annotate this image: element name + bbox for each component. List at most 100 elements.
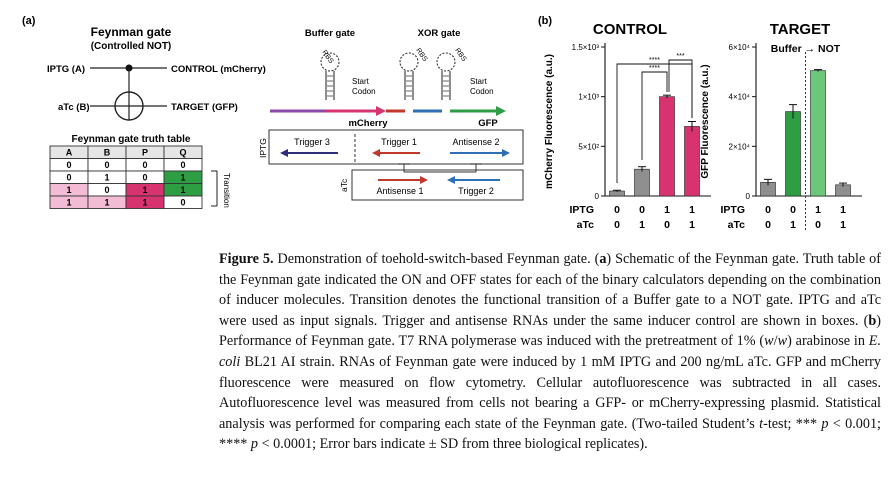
y-tick-label: 1×10³	[578, 93, 599, 102]
atc-value: 0	[664, 219, 670, 231]
truth-table-value: 0	[180, 198, 185, 208]
rbs-label-2: RBS	[414, 47, 428, 63]
caption-text: BL21 AI strain. RNAs of Feynman gate wer…	[219, 353, 881, 432]
start-codon-2a: Start	[470, 77, 488, 86]
start-codon-2b: Codon	[470, 87, 494, 96]
start-codon-1b: Codon	[352, 87, 376, 96]
rbs-label-3: RBS	[453, 47, 467, 63]
atc-value: 1	[639, 219, 645, 231]
significance-mark: ****	[649, 57, 660, 64]
truth-table-value: 1	[142, 185, 147, 195]
antisense2-label: Antisense 2	[452, 137, 499, 147]
caption-text: ) arabinose in	[787, 333, 869, 350]
atc-row-label: aTc	[728, 219, 745, 231]
iptg-value: 0	[765, 204, 771, 216]
inhibition-lines	[403, 164, 477, 173]
buffer-toehold-switch	[320, 52, 340, 100]
significance-mark: ***	[676, 53, 684, 60]
significance-bracket	[668, 59, 693, 118]
atc-value: 1	[840, 219, 846, 231]
significance-bracket	[616, 63, 693, 183]
significance-bracket	[641, 71, 668, 160]
xor-mrna-arrow	[496, 106, 506, 116]
truth-table-value: 1	[104, 173, 109, 183]
caption-italic: p	[250, 436, 259, 453]
caption-italic: t	[759, 415, 764, 432]
trigger2-label: Trigger 2	[458, 186, 494, 196]
atc-value: 1	[689, 219, 695, 231]
buffer-gate-label: Buffer gate	[305, 28, 355, 39]
trigger1-label: Trigger 1	[381, 137, 417, 147]
iptg-value: 1	[689, 204, 695, 216]
input-b-label: aTc (B)	[58, 102, 90, 113]
truth-table-value: 1	[180, 185, 185, 195]
figure-caption: Figure 5. Demonstration of toehold-switc…	[219, 249, 881, 455]
xor-toehold-switch-left	[399, 52, 419, 100]
chart-title: TARGET	[770, 21, 831, 38]
antisense1-label: Antisense 1	[376, 186, 423, 196]
iptg-value: 1	[815, 204, 821, 216]
xor-toehold-switch-right	[436, 52, 456, 100]
output-control-label: CONTROL (mCherry)	[171, 64, 266, 75]
truth-table-value: 0	[66, 160, 71, 170]
chart-title: CONTROL	[593, 21, 667, 38]
iptg-value: 0	[614, 204, 620, 216]
caption-italic: w	[777, 333, 788, 350]
atc-value: 0	[614, 219, 620, 231]
iptg-row-label: IPTG	[569, 204, 594, 216]
chart-ylabel: mCherry Fluorescence (a.u.)	[544, 54, 555, 189]
truth-table-value: 0	[142, 173, 147, 183]
start-codon-1a: Start	[352, 77, 370, 86]
iptg-value: 0	[790, 204, 796, 216]
y-tick-label: 0	[746, 192, 751, 201]
bar	[684, 126, 700, 197]
iptg-value: 1	[664, 204, 670, 216]
y-tick-label: 2×10⁴	[729, 142, 751, 151]
caption-figure-label: Figure 5.	[219, 251, 274, 267]
truth-table-header-text: Q	[179, 148, 186, 158]
hairpin-loop	[320, 52, 340, 72]
truth-table-value: 1	[66, 185, 71, 195]
atc-box-label: aTc	[339, 178, 349, 192]
truth-table-value: 1	[142, 198, 147, 208]
xor-symbol	[114, 91, 144, 121]
trigger2-arrow	[447, 176, 455, 184]
atc-value: 1	[790, 219, 796, 231]
truth-table-cell	[163, 195, 203, 209]
y-tick-label: 5×10²	[578, 142, 599, 151]
feynman-gate-symbol: Feynman gate (Controlled NOT) IPTG (A) a…	[47, 25, 266, 121]
bar	[634, 168, 650, 197]
input-a-label: IPTG (A)	[47, 64, 85, 75]
caption-text: Demonstration of toehold-switch-based Fe…	[273, 251, 600, 267]
truth-table-title: Feynman gate truth table	[72, 134, 191, 145]
caption-text: -test; ***	[763, 415, 822, 432]
truth-table-header-text: A	[66, 148, 73, 158]
y-tick-label: 6×10⁴	[729, 43, 751, 52]
truth-table-header-text: B	[104, 148, 111, 158]
truth-table-value: 0	[142, 160, 147, 170]
circuit-schematic: Buffer gate XOR gate RBS Start Codon RBS…	[258, 28, 524, 201]
atc-row-label: aTc	[577, 219, 594, 231]
chart-control: CONTROL mCherry Fluorescence (a.u.) 0 5×10²…	[544, 21, 711, 231]
panel-b-label: (b)	[538, 15, 552, 27]
truth-table-value: 1	[104, 198, 109, 208]
iptg-row-label: IPTG	[720, 204, 745, 216]
caption-italic: E. coli	[219, 333, 882, 370]
trigger3-label: Trigger 3	[294, 137, 330, 147]
caption-text: < 0.0001; Error bars indicate ± SD from …	[258, 436, 648, 453]
truth-table-value: 0	[66, 173, 71, 183]
caption-text: /	[773, 333, 778, 350]
iptg-value: 0	[639, 204, 645, 216]
caption-part-b: b	[868, 312, 877, 329]
feynman-subtitle: (Controlled NOT)	[91, 41, 172, 52]
panel-a-label: (a)	[22, 15, 36, 27]
atc-value: 0	[765, 219, 771, 231]
caption-part-a: a	[599, 251, 607, 267]
iptg-box	[268, 129, 524, 165]
caption-italic: p	[821, 415, 829, 432]
caption-text: < 0.001; ****	[219, 415, 881, 453]
antisense2-arrow	[502, 149, 510, 157]
atc-box	[351, 169, 524, 201]
feynman-title: Feynman gate	[91, 25, 172, 39]
trigger1-arrow	[372, 149, 380, 157]
